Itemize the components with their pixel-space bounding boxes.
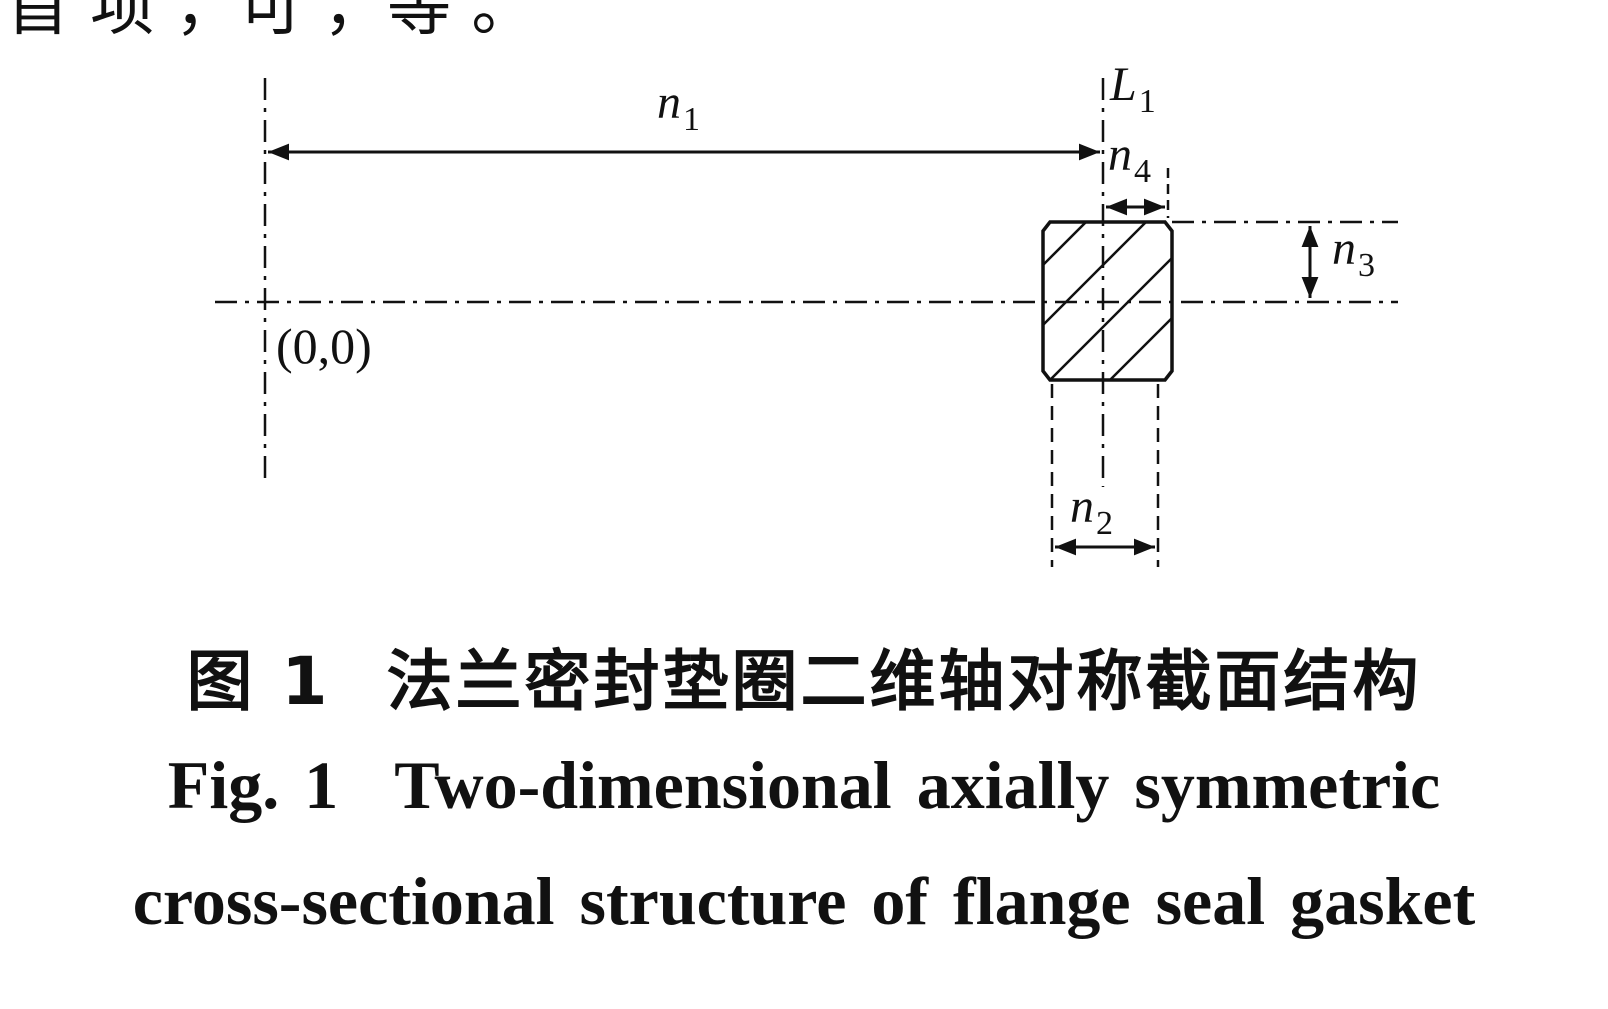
label-l1: L1 <box>1109 58 1156 120</box>
gasket-cross-section <box>1041 220 1174 382</box>
label-n1: n1 <box>657 76 700 138</box>
top-text-fragment: 首 项 ，可 ，等 。 <box>6 0 536 45</box>
caption-chinese-number: 图 1 <box>186 643 331 720</box>
label-n2: n2 <box>1070 480 1113 542</box>
label-n4: n4 <box>1108 128 1151 190</box>
caption-english-line-1: Fig. 1 Two-dimensional axially symmetric <box>0 746 1608 825</box>
caption-chinese: 图 1 法兰密封垫圈二维轴对称截面结构 <box>0 628 1608 724</box>
caption-english-number: Fig. 1 <box>167 747 339 823</box>
caption-english-title-line-1: Two-dimensional axially symmetric <box>394 747 1441 823</box>
label-n3: n3 <box>1332 222 1375 284</box>
caption-english-title-line-2: cross-sectional structure of flange seal… <box>132 863 1476 939</box>
caption-chinese-title: 法兰密封垫圈二维轴对称截面结构 <box>386 643 1422 720</box>
caption-english-line-2: cross-sectional structure of flange seal… <box>0 862 1608 941</box>
label-origin: (0,0) <box>276 318 372 374</box>
